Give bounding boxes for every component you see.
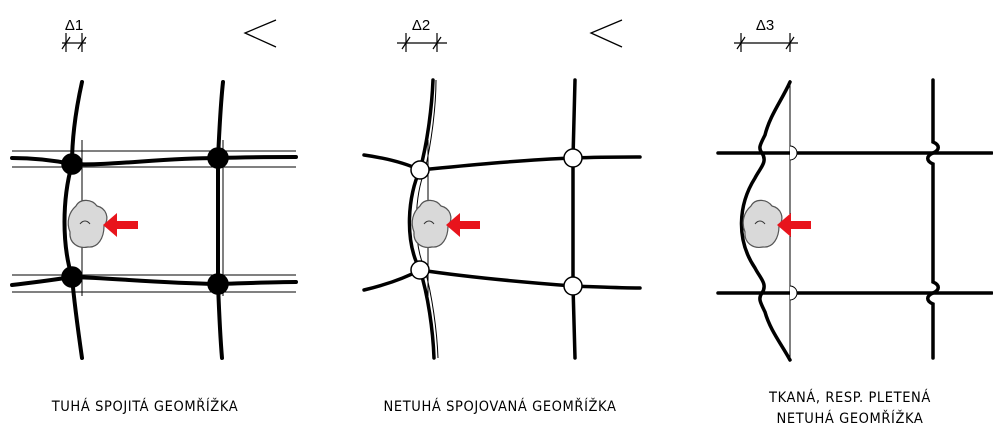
rib-deformed [739,80,792,362]
dimension-delta-2 [397,33,447,52]
junction-node [207,273,229,295]
junctions [410,148,583,296]
caption-line: TKANÁ, RESP. PLETENÁ [769,390,931,406]
less-than-sign-2 [589,19,623,48]
delta-label: Δ1 [65,17,83,34]
caption-line: NETUHÁ SPOJOVANÁ GEOMŘÍŽKA [383,399,617,415]
panel-flexible-joined: Δ2 [362,17,642,360]
junction-node [410,260,430,280]
caption-woven: TKANÁ, RESP. PLETENÁ NETUHÁ GEOMŘÍŽKA [730,388,970,430]
reference-grid [12,140,296,296]
force-arrow-icon [103,213,138,237]
panel-woven: Δ3 [716,17,993,362]
ribs [10,80,298,360]
delta-label: Δ2 [412,17,430,34]
ribs [362,78,642,360]
panel-rigid: Δ1 [10,17,298,360]
junction-node [61,153,83,175]
dimension-delta-1 [61,33,87,52]
junction-node [563,148,583,168]
caption-line: TUHÁ SPOJITÁ GEOMŘÍŽKA [51,399,239,415]
rib-woven [926,78,940,360]
junction-node [61,266,83,288]
delta-label: Δ3 [756,17,774,34]
junction-node [563,276,583,296]
force-arrow-icon [446,213,480,237]
junction-node [410,160,430,180]
less-than-sign-1 [243,19,277,48]
junctions [61,147,229,295]
force-arrow-icon [777,213,811,237]
dimension-delta-3 [734,33,798,52]
crossing-bumps [789,145,798,301]
stone-icon [742,199,783,248]
caption-line: NETUHÁ GEOMŘÍŽKA [776,411,924,427]
stone-icon [67,199,108,248]
stone-icon [411,199,452,248]
caption-rigid: TUHÁ SPOJITÁ GEOMŘÍŽKA [10,397,280,418]
junction-node [207,147,229,169]
caption-flexible-joined: NETUHÁ SPOJOVANÁ GEOMŘÍŽKA [360,397,640,418]
